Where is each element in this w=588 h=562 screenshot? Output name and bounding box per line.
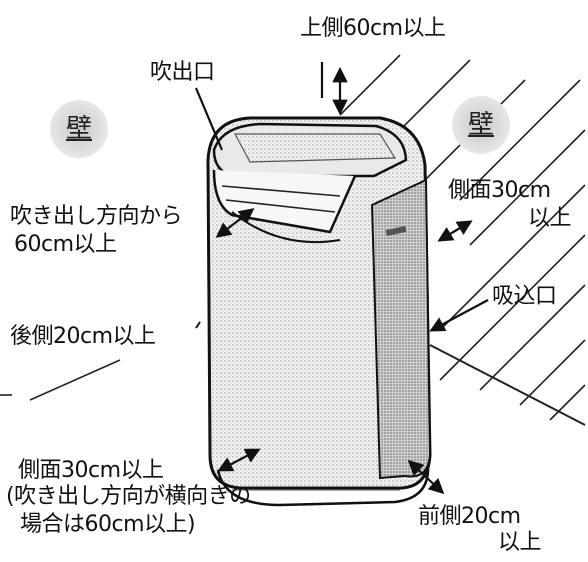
rear-tick <box>195 321 201 329</box>
wall-badge-left: 壁 <box>50 100 108 158</box>
label-side-right-2: 以上 <box>528 206 572 231</box>
outlet-pointer <box>194 87 224 151</box>
dehumidifier-body <box>206 116 432 507</box>
wall-badge-right: 壁 <box>452 96 510 154</box>
label-front-2: 以上 <box>498 530 542 555</box>
intake-pointer <box>429 299 489 332</box>
clearance-arrows <box>215 62 473 495</box>
label-front-1: 前側20cm <box>418 504 521 529</box>
label-intake: 吸込口 <box>492 284 557 309</box>
label-side-bottom-1: 側面30cm以上 <box>18 458 164 483</box>
label-side-bottom-2: (吹き出し方向が横向きの <box>6 484 251 509</box>
label-blow-direction-2: 60cm以上 <box>14 232 117 257</box>
floor-edge <box>429 344 586 426</box>
label-side-bottom-3: 場合は60cm以上) <box>20 512 196 537</box>
label-rear-clearance: 後側20cm以上 <box>10 324 156 349</box>
label-blow-direction-1: 吹き出し方向から <box>10 204 183 229</box>
label-side-right-1: 側面30cm <box>448 178 551 203</box>
label-top-clearance: 上側60cm以上 <box>300 16 446 41</box>
label-outlet: 吹出口 <box>150 60 215 85</box>
